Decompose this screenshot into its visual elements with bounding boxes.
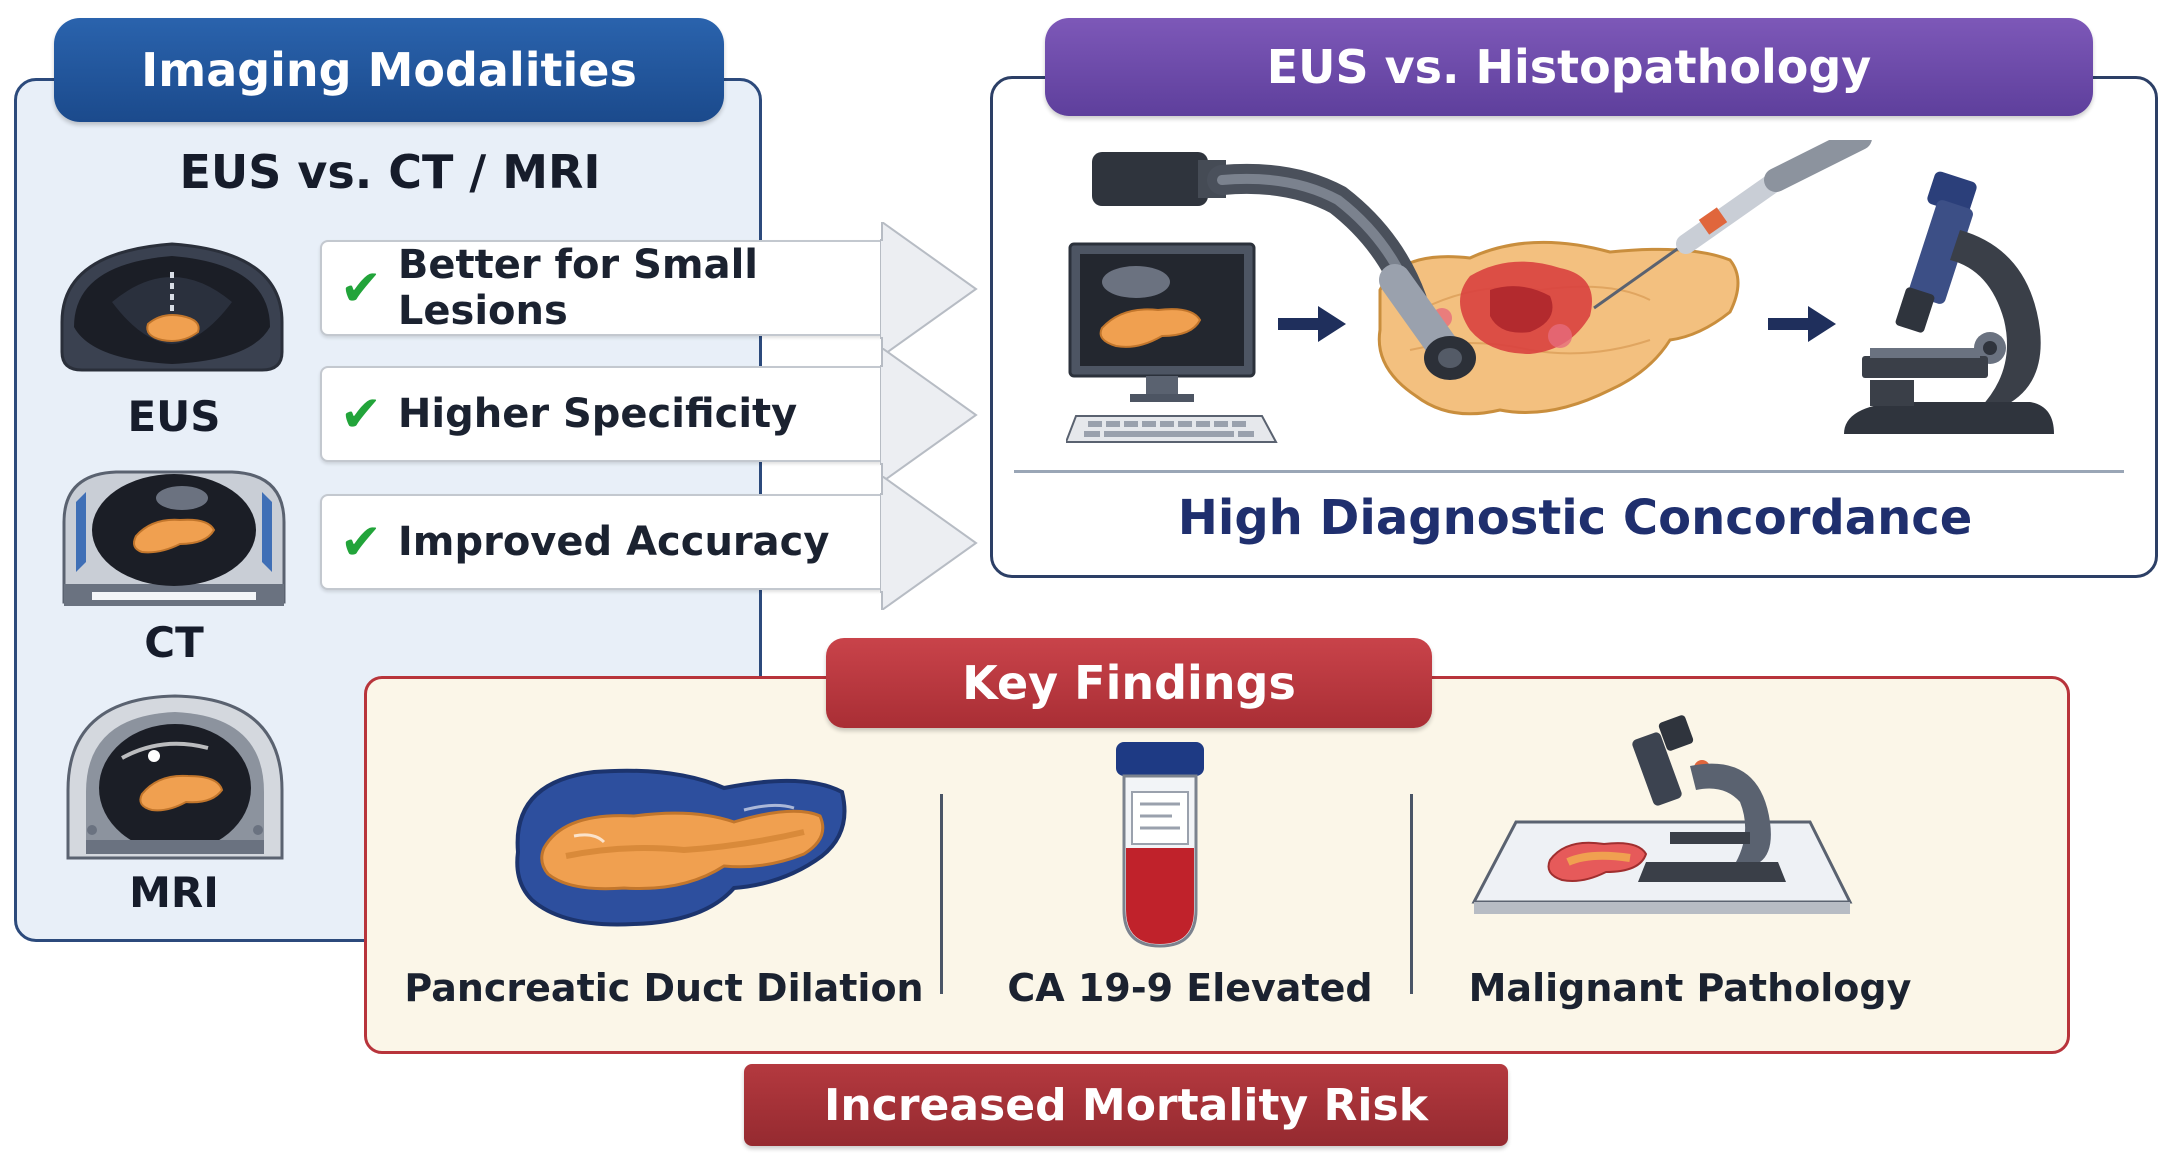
check-icon: ✔ xyxy=(340,385,382,443)
key-findings-header: Key Findings xyxy=(826,638,1432,728)
mri-scanner-icon xyxy=(66,694,284,860)
benefit-row: ✔ Higher Specificity xyxy=(320,348,978,482)
finding-label: Pancreatic Duct Dilation xyxy=(404,966,924,1010)
eus-label: EUS xyxy=(127,392,221,441)
benefit-label: Higher Specificity xyxy=(397,391,798,437)
finding-label: Malignant Pathology xyxy=(1468,966,1912,1010)
check-icon: ✔ xyxy=(340,513,382,571)
arrow-right-icon xyxy=(1768,306,1836,342)
finding-label: CA 19-9 Elevated xyxy=(1007,966,1373,1010)
histopathology-divider xyxy=(1014,470,2124,473)
microscope-icon xyxy=(1844,171,2054,434)
check-icon: ✔ xyxy=(340,259,382,317)
computer-monitor-icon xyxy=(1066,242,1278,443)
findings-divider xyxy=(1410,794,1413,994)
imaging-modalities-header: Imaging Modalities xyxy=(54,18,724,122)
arrow-right-icon xyxy=(1278,306,1346,342)
pancreas-duct-icon xyxy=(515,768,847,927)
arrow-right-icon xyxy=(880,222,978,356)
arrow-right-icon xyxy=(880,476,978,610)
microscope-slide-icon xyxy=(1471,715,1853,914)
benefit-label: Improved Accuracy xyxy=(397,519,830,565)
concordance-label: High Diagnostic Concordance xyxy=(1177,490,1973,546)
benefit-row: ✔ Better for Small Lesions xyxy=(320,222,978,356)
blood-tube-icon xyxy=(1116,742,1204,948)
histopathology-header: EUS vs. Histopathology xyxy=(1045,18,2093,116)
endoscope-biopsy-icon xyxy=(1092,140,1872,416)
ct-label: CT xyxy=(144,618,204,667)
mortality-risk-banner: Increased Mortality Risk xyxy=(744,1064,1508,1146)
ct-scanner-icon xyxy=(62,470,286,606)
imaging-subtitle: EUS vs. CT / MRI xyxy=(179,145,601,199)
benefit-label: Better for Small Lesions xyxy=(397,242,758,334)
eus-scanner-icon xyxy=(60,242,284,372)
benefit-row: ✔ Improved Accuracy xyxy=(320,476,978,610)
arrow-right-icon xyxy=(880,348,978,482)
mri-label: MRI xyxy=(129,868,219,917)
findings-divider xyxy=(940,794,943,994)
